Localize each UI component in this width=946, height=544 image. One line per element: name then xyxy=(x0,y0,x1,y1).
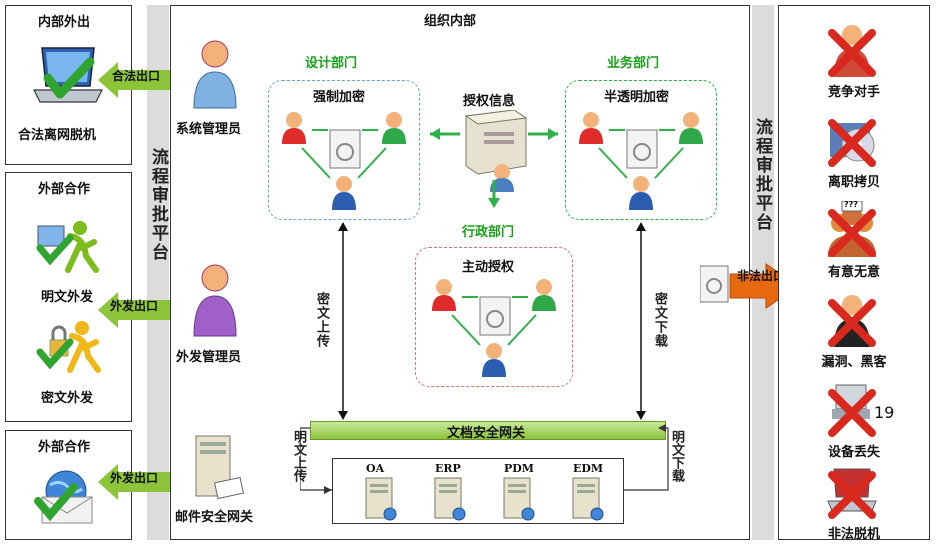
mail-server-icon xyxy=(195,435,244,500)
system-label: PDM xyxy=(504,462,534,475)
panel-title: 外部合作 xyxy=(38,182,91,197)
hacker-threat-icon xyxy=(828,295,876,347)
design-mode-label: 强制加密 xyxy=(313,90,366,105)
right-threat-panel xyxy=(778,5,930,540)
plain-download-connector xyxy=(624,424,669,491)
threat-label: 非法脱机 xyxy=(827,527,880,542)
right-approval-label: 流程审批平台 xyxy=(752,118,772,232)
left-panel-external-coop: 外部合作 明文外发 密文外发 xyxy=(5,172,132,422)
legal-exit-arrow xyxy=(98,62,186,98)
plain-download-label: 明文下载 xyxy=(669,430,684,482)
caption-encrypted-send: 密文外发 xyxy=(41,391,94,406)
doc-security-gateway-label: 文档安全网关 xyxy=(447,426,526,441)
cipher-download-label: 密文下载 xyxy=(652,292,667,348)
threat-label: 有意无意 xyxy=(827,265,880,280)
system-item: EDM xyxy=(547,460,616,522)
send-exit-label-1: 外发出口 xyxy=(110,299,159,313)
panel-caption: 合法离网脱机 xyxy=(18,128,97,143)
email-globe-icon xyxy=(34,470,93,524)
threat-list: 竞争对手离职拷贝??? 有意无意漏洞、黑客 19 设备丢失非法脱机 xyxy=(778,5,930,542)
outgoing-admin-user-icon xyxy=(193,264,237,337)
left-approval-label: 流程审批平台 xyxy=(148,148,168,262)
system-item: OA xyxy=(340,460,409,522)
send-exit-label-2: 外发出口 xyxy=(110,471,159,485)
caption-plain-send: 明文外发 xyxy=(41,290,94,305)
design-dept-box xyxy=(268,80,420,220)
business-dept-box xyxy=(565,80,717,220)
left-approval-strip xyxy=(147,5,169,540)
admin-mode-label: 主动授权 xyxy=(462,260,515,275)
system-label: EDM xyxy=(573,462,604,475)
person-threat-icon xyxy=(828,25,876,77)
laptop-icon xyxy=(33,47,103,103)
org-internal-panel xyxy=(170,5,750,540)
design-dept-label: 设计部门 xyxy=(305,56,358,71)
plain-upload-label: 明文上传 xyxy=(291,430,306,482)
group-threat-icon xyxy=(828,201,876,257)
systems-row: OA ERP PDM EDM xyxy=(340,460,616,522)
auth-server-icon xyxy=(430,110,558,208)
illegal-exit-label: 非法出口 xyxy=(737,269,786,283)
server-icon xyxy=(503,477,535,521)
threat-label: 漏洞、黑客 xyxy=(821,355,887,370)
send-exit-arrow-2 xyxy=(98,464,186,500)
admin-dept-label: 行政部门 xyxy=(462,225,515,240)
question-sign-text: ??? xyxy=(844,200,858,209)
mail-gateway-label: 邮件安全网关 xyxy=(175,510,254,525)
plain-upload-connector xyxy=(300,427,332,494)
threat-label: 竞争对手 xyxy=(827,85,880,100)
system-admin-label: 系统管理员 xyxy=(176,122,242,137)
business-users-doc-group xyxy=(579,112,703,210)
admin-users-doc-group xyxy=(432,279,556,377)
panel-title: 内部外出 xyxy=(38,15,91,30)
server-icon xyxy=(434,477,466,521)
system-item: PDM xyxy=(478,460,547,522)
messenger-plain-icon xyxy=(36,221,99,273)
org-internal-title: 组织内部 xyxy=(424,14,477,29)
outgoing-admin-label: 外发管理员 xyxy=(176,350,242,365)
server-icon xyxy=(572,477,604,521)
right-approval-strip xyxy=(752,5,774,540)
business-mode-label: 半透明加密 xyxy=(604,90,670,105)
threat-label: 设备丢失 xyxy=(827,445,880,460)
threat-label: 离职拷贝 xyxy=(827,175,880,190)
laptop-threat-icon xyxy=(827,468,877,519)
panel-title: 外部合作 xyxy=(38,440,91,455)
cipher-upload-label: 密文上传 xyxy=(314,292,329,348)
device-threat-icon xyxy=(828,384,876,437)
system-item: ERP xyxy=(409,460,478,522)
send-exit-arrow-1 xyxy=(98,292,186,328)
auth-info-label: 授权信息 xyxy=(463,94,516,109)
server-icon xyxy=(365,477,397,521)
upload-arrow xyxy=(338,222,348,420)
system-label: OA xyxy=(366,462,385,475)
admin-dept-box xyxy=(415,247,573,387)
design-users-doc-group xyxy=(282,112,406,210)
system-label: ERP xyxy=(435,462,461,475)
download-arrow xyxy=(636,222,646,420)
business-dept-label: 业务部门 xyxy=(607,56,660,71)
device-number-label: 19 xyxy=(874,403,895,422)
messenger-encrypted-icon xyxy=(36,321,101,373)
disc-threat-icon xyxy=(828,119,876,167)
system-admin-user-icon xyxy=(193,40,237,109)
legal-exit-label: 合法出口 xyxy=(112,69,161,83)
